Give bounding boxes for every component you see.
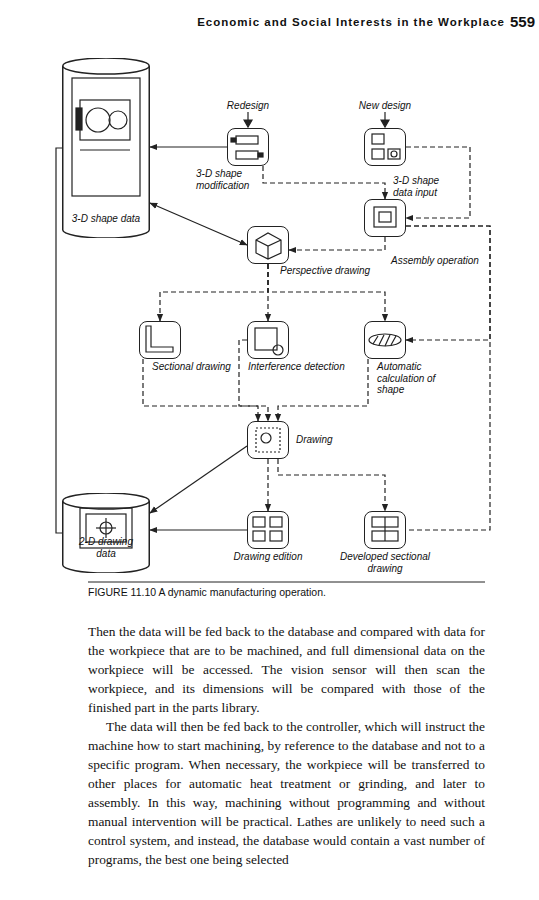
dashed-flow-arrow	[143, 359, 258, 421]
view-icon	[372, 149, 384, 159]
part-icon	[236, 151, 258, 159]
drawing-icon	[256, 428, 280, 452]
node-label: Sectional drawing	[152, 361, 231, 373]
edition-icon	[270, 531, 282, 541]
view-icon	[391, 151, 397, 157]
node-label: 3-D shape modification	[196, 168, 256, 191]
data-flow-arrow	[150, 529, 247, 530]
machine-part	[76, 108, 82, 130]
section-sheet-icon	[384, 517, 385, 541]
view-icon	[372, 134, 384, 144]
solid-icon	[379, 212, 391, 222]
data-flow-arrow	[56, 148, 62, 533]
machine-drum	[86, 108, 110, 132]
process-icon-box: Drawing edition	[247, 511, 289, 549]
node-label: Drawing edition	[234, 551, 303, 563]
body-paragraph: The data will then be fed back to the co…	[88, 717, 485, 869]
dashed-flow-arrow	[267, 459, 268, 511]
body-paragraph: Then the data will be fed back to the da…	[88, 622, 485, 717]
node-label: Interference detection	[248, 361, 345, 373]
caption-rule	[88, 582, 485, 583]
machine-drum	[109, 111, 127, 129]
process-icon-box: Developed sectional drawing	[364, 511, 406, 549]
node-label: 3-D shape data	[68, 213, 144, 225]
part-icon	[231, 138, 236, 142]
data-flow-arrow	[150, 446, 247, 513]
running-header: Economic and Social Interests in the Wor…	[197, 15, 505, 29]
page-number: 559	[510, 13, 535, 30]
dashed-flow-arrow	[263, 166, 385, 199]
process-icon-box: Automatic calculation of shape	[364, 321, 406, 359]
cylinder-outline	[62, 493, 150, 573]
node-label: New design	[359, 100, 411, 112]
process-icon-box: Interference detection	[247, 321, 289, 359]
dashed-flow-arrow	[160, 264, 268, 321]
spring-icon	[373, 335, 396, 346]
drawing-icon	[261, 433, 271, 443]
edition-icon	[253, 517, 265, 527]
input-arrowhead	[381, 120, 389, 127]
machine-base	[80, 149, 130, 150]
process-icon-box: Redesign3-D shape modification	[227, 128, 269, 166]
data-flow-arrow	[150, 146, 227, 147]
cube-icon	[256, 233, 281, 259]
screen-panel	[72, 78, 140, 196]
edge-label: Assembly operation	[391, 255, 479, 267]
input-arrowhead	[244, 120, 252, 127]
solid-icon	[374, 207, 396, 227]
edition-icon	[270, 517, 282, 527]
dashed-flow-arrow	[278, 459, 385, 511]
process-icon-box: Drawing	[247, 421, 289, 459]
view-icon	[388, 149, 400, 159]
node-label: Developed sectional drawing	[335, 551, 435, 574]
process-icon-box: 3-D shape data input	[364, 199, 406, 237]
part-icon	[236, 136, 258, 144]
node-label: Redesign	[227, 100, 269, 112]
cylinder-outline	[63, 493, 150, 573]
connector-group	[56, 147, 490, 533]
body-text: Then the data will be fed back to the da…	[88, 622, 485, 869]
process-icon-box: New design	[364, 128, 406, 166]
node-label: 3-D shape data input	[393, 175, 453, 198]
database-cylinder: 3-D shape data	[62, 58, 150, 238]
dashed-flow-arrow	[289, 237, 385, 250]
cylinder-outline	[62, 58, 150, 238]
node-label: Automatic calculation of shape	[377, 361, 441, 396]
crosshair	[105, 518, 106, 538]
section-icon	[146, 326, 173, 352]
dashed-flow-arrow	[239, 340, 268, 421]
node-label: Drawing	[296, 434, 333, 446]
process-icon-box: Sectional drawing	[139, 321, 181, 359]
spring-icon	[369, 334, 401, 346]
cylinder-outline	[63, 58, 150, 238]
data-flow-arrow	[150, 203, 247, 245]
machine-body	[80, 100, 130, 140]
figure-caption: FIGURE 11.10 A dynamic manufacturing ope…	[88, 586, 326, 599]
part-icon	[258, 153, 263, 157]
node-label: Perspective drawing	[280, 265, 370, 277]
database-cylinder: 2-D drawing data	[62, 493, 150, 573]
process-icon-box: Perspective drawing	[247, 226, 289, 264]
node-label: 2-D drawing data	[68, 536, 144, 559]
dashed-flow-arrow	[406, 226, 490, 340]
edition-icon	[253, 531, 265, 541]
interference-icon	[273, 345, 283, 355]
dashed-flow-arrow	[268, 264, 385, 321]
